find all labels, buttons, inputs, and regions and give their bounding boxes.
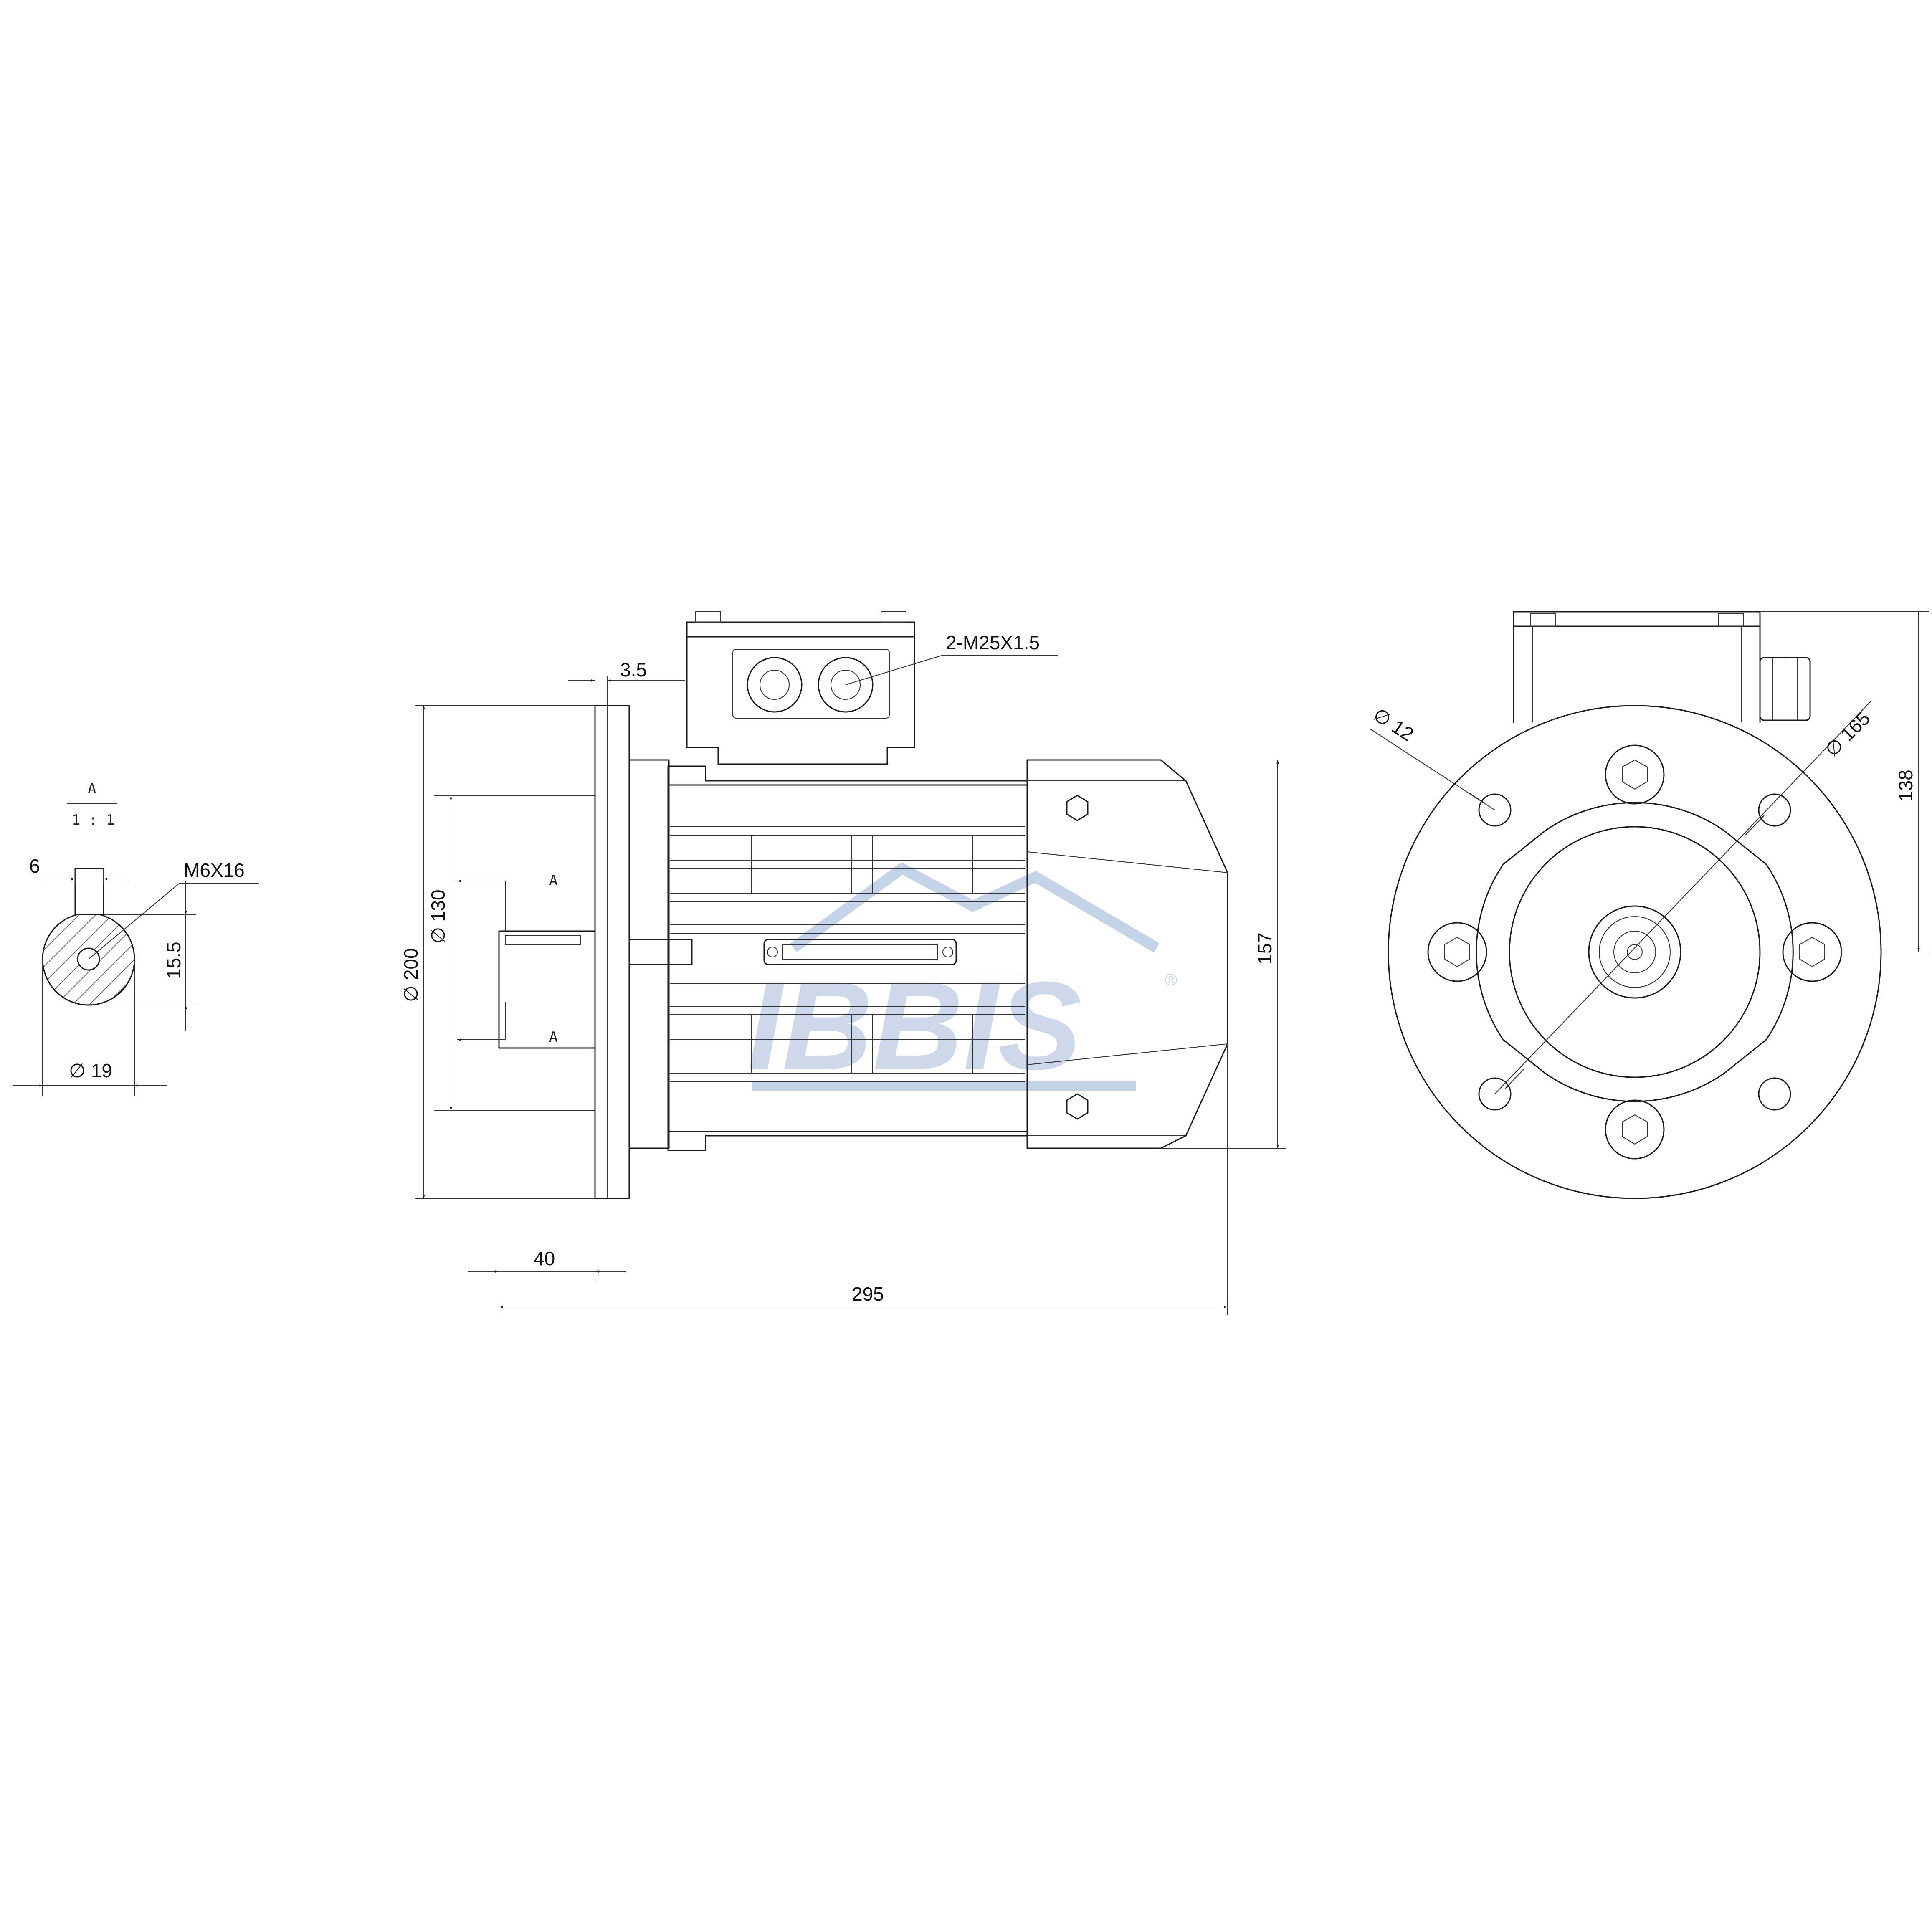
nameplate <box>782 944 938 960</box>
fan-cover-bolt <box>1066 795 1089 821</box>
dim-cable-glands: 2-M25X1.5 <box>946 632 1040 653</box>
dim-tapped-hole: M6X16 <box>184 859 245 881</box>
upper-rib-block <box>751 835 852 894</box>
shaft-section-view: A 1 : 1 6 M6X16 <box>13 780 259 1096</box>
watermark-logo: IBBIS ® <box>747 863 1177 1096</box>
dim-overall-length: 295 <box>852 1283 884 1305</box>
terminal-bolt-2 <box>881 611 906 623</box>
lower-rib-block <box>751 1014 852 1074</box>
spigot-face <box>1476 802 1794 1102</box>
flange <box>594 705 630 1199</box>
cable-gland-1 <box>747 657 803 713</box>
keyway <box>74 868 104 915</box>
gland-plate <box>732 649 890 719</box>
dim-hole-diameter: ∅ 12 <box>1370 704 1418 745</box>
motor-side-view: A A 3.5 2-M25X1.5 ∅ 200 ∅ 130 157 <box>400 611 1286 1315</box>
watermark-mountain-icon <box>790 863 1160 953</box>
dim-pitch-circle: ∅ 165 <box>1821 707 1874 761</box>
spigot-neck <box>628 759 670 1149</box>
shaft-key <box>505 935 581 945</box>
watermark-brand: IBBIS <box>747 955 1082 1096</box>
detail-letter: A <box>88 780 96 797</box>
front-screws <box>1427 744 1842 1160</box>
dim-motor-height: 157 <box>1254 932 1276 965</box>
dim-flange-outer: ∅ 200 <box>400 948 422 1002</box>
terminal-bolt <box>695 611 721 623</box>
dim-shaft-length: 40 <box>534 1248 555 1269</box>
dim-shaft-diameter: ∅ 19 <box>69 1060 112 1081</box>
fan-cover-bolt-2 <box>1066 1093 1089 1120</box>
nameplate-slot <box>763 939 957 965</box>
section-mark-bottom: A <box>549 1029 557 1046</box>
upper-rib-block-2 <box>872 835 973 894</box>
mounting-holes <box>1478 793 1791 1111</box>
dim-key-height: 15.5 <box>163 942 185 979</box>
motor-front-view: ∅ 12 ∅ 165 138 <box>1369 611 1929 1199</box>
dim-centre-to-top: 138 <box>1895 770 1917 802</box>
section-mark-top: A <box>549 872 557 889</box>
detail-scale: 1 : 1 <box>72 812 114 828</box>
neck-collar <box>628 939 693 965</box>
watermark-registered: ® <box>1165 971 1177 989</box>
shaft <box>498 930 596 1049</box>
watermark-underline <box>752 1081 1136 1091</box>
dim-flange-thickness: 3.5 <box>620 659 647 681</box>
cable-gland-2 <box>818 657 874 713</box>
dim-key-width: 6 <box>29 855 40 877</box>
dim-spigot: ∅ 130 <box>427 889 449 944</box>
lower-rib-block-2 <box>872 1014 973 1074</box>
